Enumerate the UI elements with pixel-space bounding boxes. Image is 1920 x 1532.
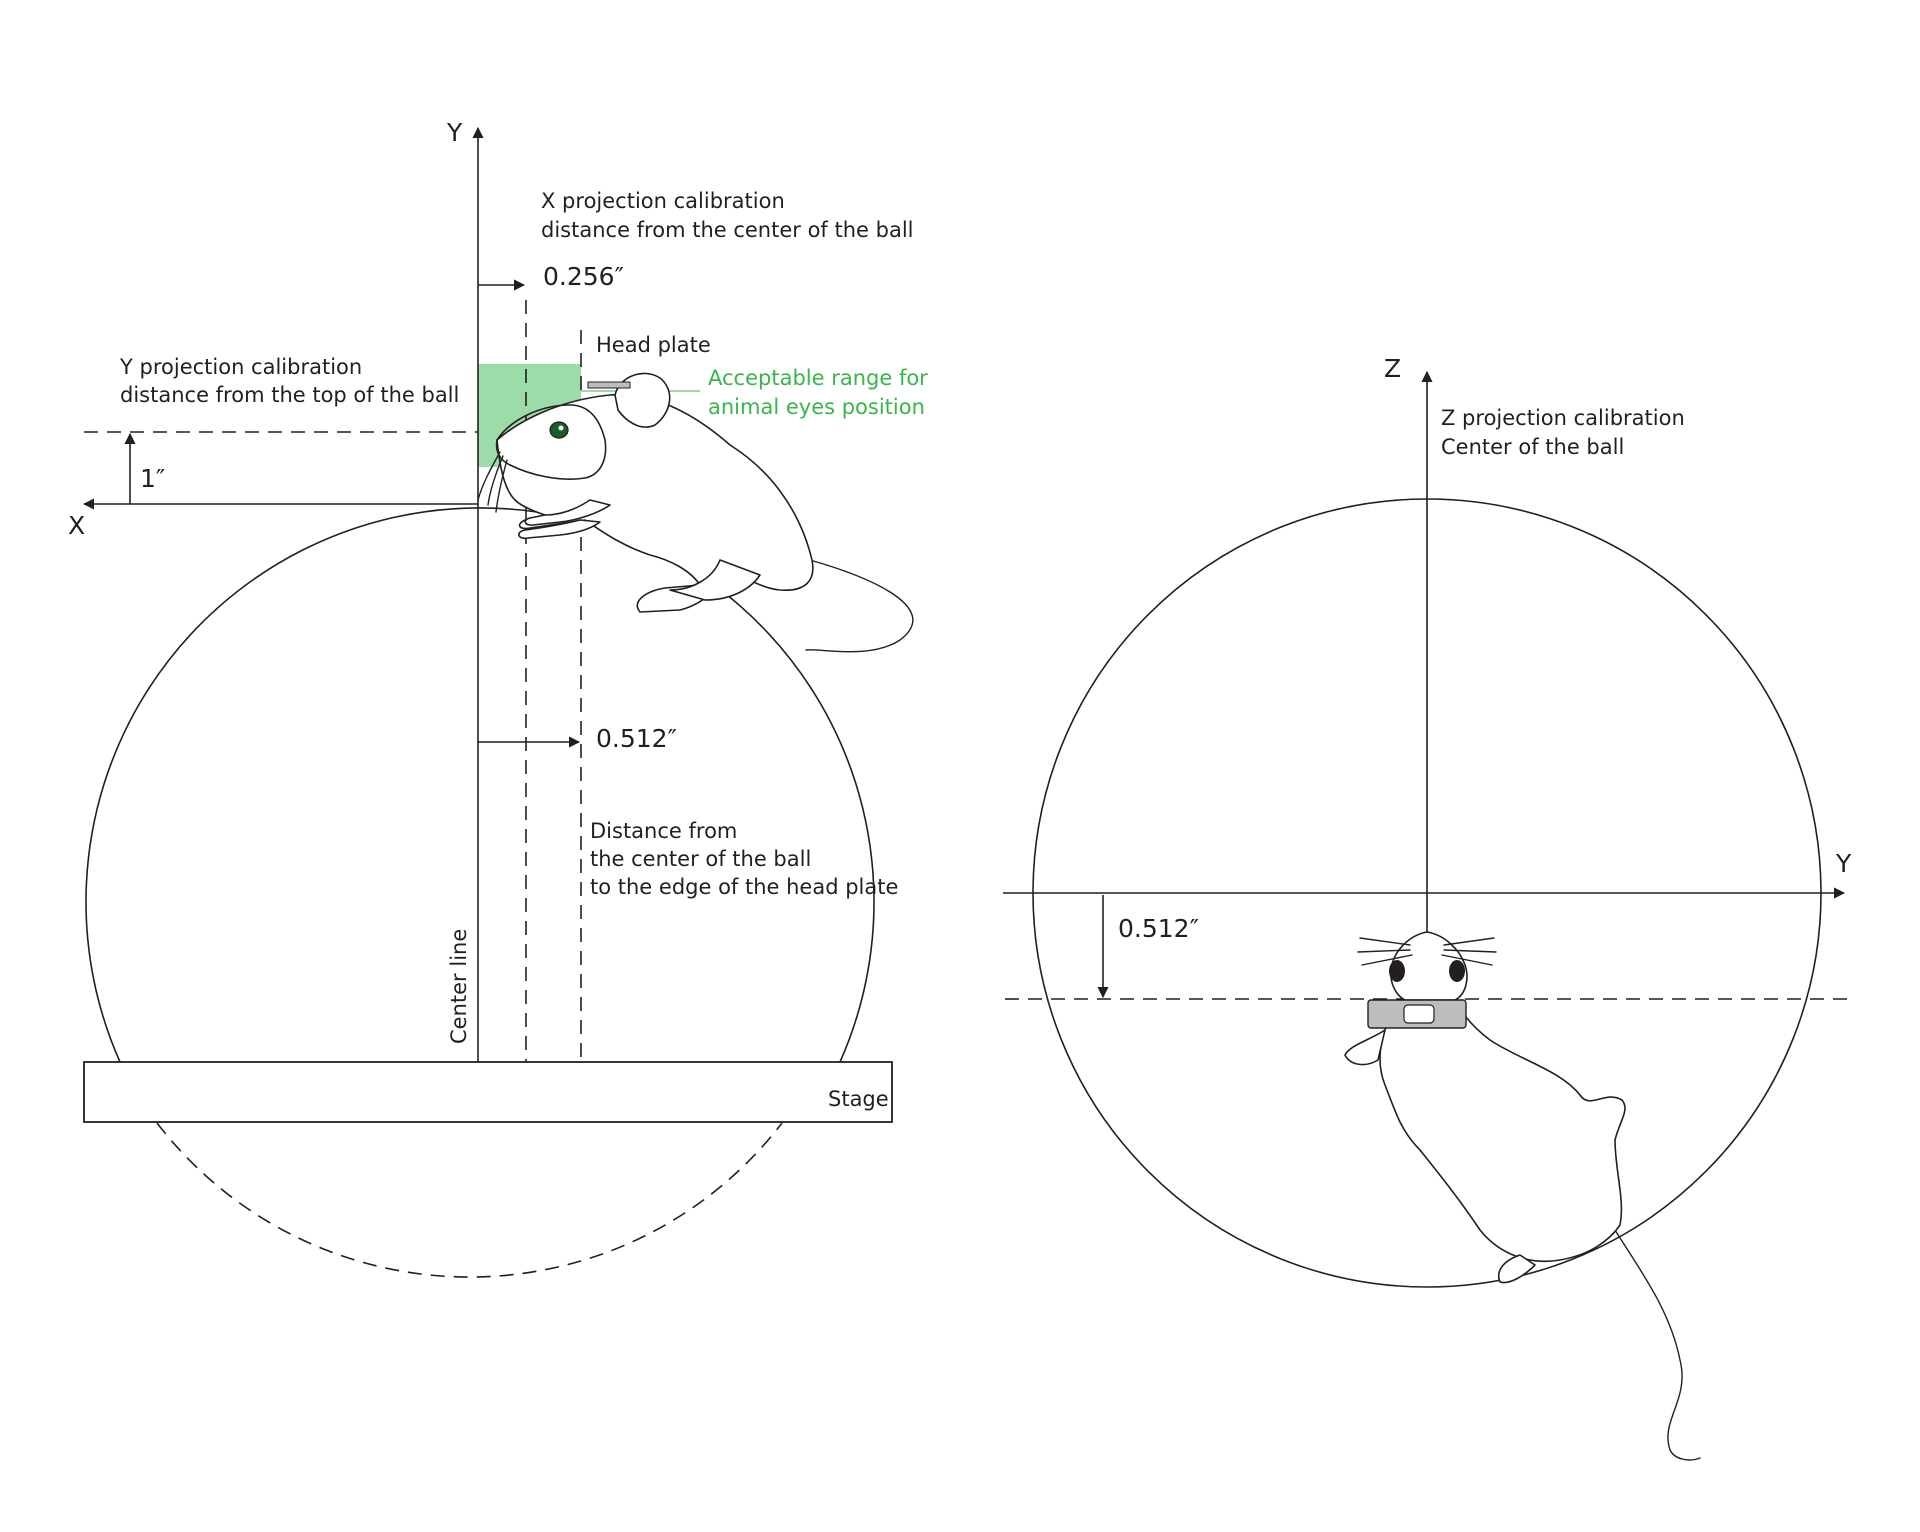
z-calib-label-1: Z projection calibration	[1441, 406, 1685, 430]
mouse-hindlimb	[669, 559, 761, 601]
distance-label-2: the center of the ball	[590, 847, 811, 871]
mouse-whiskers-top	[1357, 937, 1497, 966]
mouse-forelimb	[524, 499, 611, 526]
mouse-body-top	[1379, 999, 1626, 1262]
z-axis-label: Z	[1384, 354, 1401, 383]
side-view: Y X X projection calibration distance fr…	[68, 118, 928, 1278]
mouse-top-view	[1344, 931, 1701, 1461]
mouse-forepaw-left	[1344, 1029, 1386, 1066]
mouse-side-view	[477, 372, 914, 653]
mouse-tail	[805, 559, 914, 653]
x-offset-label: 0.256″	[543, 262, 624, 291]
ball-hidden-arc	[156, 1122, 783, 1278]
x-calib-label-1: X projection calibration	[541, 189, 785, 213]
front-view: Z Y Z projection calibration Center of t…	[1003, 354, 1852, 1461]
head-plate	[587, 381, 631, 389]
mouse-eye	[549, 421, 569, 439]
head-plate-label: Head plate	[596, 333, 711, 357]
plate-offset-label: 0.512″	[596, 724, 677, 753]
mouse-eye-right	[1449, 960, 1465, 982]
x-axis-label: X	[68, 511, 85, 540]
stage	[83, 1061, 893, 1123]
y-calib-label-2: distance from the top of the ball	[120, 383, 459, 407]
distance-label-1: Distance from	[590, 819, 737, 843]
y-axis-front-label: Y	[1835, 849, 1852, 878]
mouse-tail-top	[1614, 1229, 1701, 1461]
y-axis-label: Y	[446, 118, 463, 147]
x-calib-label-2: distance from the center of the ball	[541, 218, 914, 242]
distance-label-3: to the edge of the head plate	[590, 875, 898, 899]
y-offset-label: 1″	[140, 464, 165, 493]
eye-range-label-2: animal eyes position	[708, 395, 925, 419]
eye-range-label-1: Acceptable range for	[708, 366, 928, 390]
stage-label: Stage	[828, 1087, 889, 1111]
mouse-body	[496, 393, 814, 613]
ball-outline	[85, 507, 875, 1063]
mouse-whiskers	[477, 451, 508, 513]
mouse-eye-left	[1389, 960, 1405, 982]
mouse-hindpaw	[1498, 1254, 1536, 1284]
mouse-forelimb-front	[518, 519, 601, 540]
y-calib-label-1: Y projection calibration	[119, 355, 362, 379]
z-calib-label-2: Center of the ball	[1441, 435, 1624, 459]
head-plate-window	[1403, 1004, 1435, 1024]
mouse-head	[495, 404, 607, 480]
center-line-label: Center line	[447, 929, 471, 1044]
z-offset-label: 0.512″	[1118, 914, 1199, 943]
